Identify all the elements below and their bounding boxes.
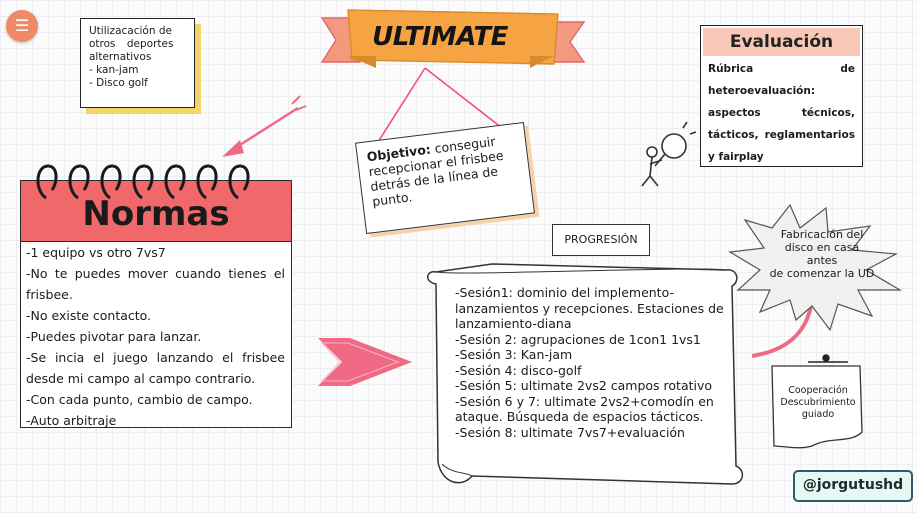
metodologia-line: Cooperación [788,385,848,396]
objective-text: conseguir recepcionar el frisbee detrás … [367,133,505,209]
title-banner [320,9,586,68]
metodologia-line: guiado [801,409,835,420]
pin-icon [808,354,848,363]
progression-sheet [427,263,744,485]
session-item: -Sesión 4: disco-golf [455,362,582,378]
rule-item: -1 equipo vs otro 7vs7 [26,245,166,260]
rule-item: -No existe contacto. [26,308,152,323]
rule-item: -No te puedes mover cuando tienes el fri… [26,266,285,302]
menu-button[interactable]: ☰ [6,10,38,42]
evaluation-text: Rúbrica de heteroevaluación: aspectos té… [708,63,855,163]
fabricacion-text: Fabricación del disco en casa antes de c… [757,228,887,280]
alternative-sports-note: Utilizacación de otros deportes alternat… [80,18,195,108]
menu-icon: ☰ [14,16,30,35]
arrow-to-normas-icon [222,95,307,157]
metodologia-paper-shape [771,365,863,449]
metodologia-line: Descubrimiento [780,397,856,408]
note-line: Utilizacación de [89,25,172,37]
normas-title: Normas [21,181,291,242]
session-item: -Sesión 8: ultimate 7vs7+evaluación [455,424,685,440]
progresion-sessions: -Sesión1: dominio del implemento-lanzami… [455,285,755,440]
evaluation-title: Evaluación [703,28,860,56]
session-item: -Sesión 5: ultimate 2vs2 campos rotativo [455,378,713,393]
session-item: -Sesión 2: agrupaciones de 1con1 1vs1 [455,331,701,347]
page-title: ULTIMATE [372,22,508,52]
rule-item: -Puedes pivotar para lanzar. [26,329,202,344]
note-line: alternativos [89,51,152,63]
starburst-shape [728,203,903,332]
calendar-rings-icon [36,164,250,200]
note-line: - kan-jam [89,64,139,76]
session-item: -Sesión 3: Kan-jam [455,347,573,362]
ribbon-line [377,67,426,143]
normas-rules-list: -1 equipo vs otro 7vs7 -No te puedes mov… [21,242,291,431]
rule-item: -Auto arbitraje [26,413,117,428]
progresion-label: PROGRESIÓN [552,224,650,256]
note-line: - Disco golf [89,77,148,89]
magnifier-figure-icon [641,121,697,187]
session-item: -Sesión1: dominio del implemento-lanzami… [455,285,724,331]
evaluation-card: Evaluación Rúbrica de heteroevaluación: … [700,25,863,167]
curved-arrow-icon [751,299,814,358]
normas-card: Normas -1 equipo vs otro 7vs7 -No te pue… [20,180,292,428]
author-handle: @jorgutushd [793,470,913,502]
fabricacion-line: de comenzar la UD [769,267,875,280]
session-item: -Sesión 6 y 7: ultimate 2vs2+comodín en … [455,393,714,425]
metodologia-text: Cooperación Descubrimiento guiado [774,385,862,421]
rule-item: -Se incia el juego lanzando el frisbee d… [26,350,285,386]
fabricacion-line: disco en casa [784,241,860,254]
note-line: otros deportes [89,38,174,50]
fabricacion-line: antes [806,254,838,267]
rule-item: -Con cada punto, cambio de campo. [26,392,253,407]
big-arrow-icon [318,338,412,386]
fabricacion-line: Fabricación del [780,228,864,241]
